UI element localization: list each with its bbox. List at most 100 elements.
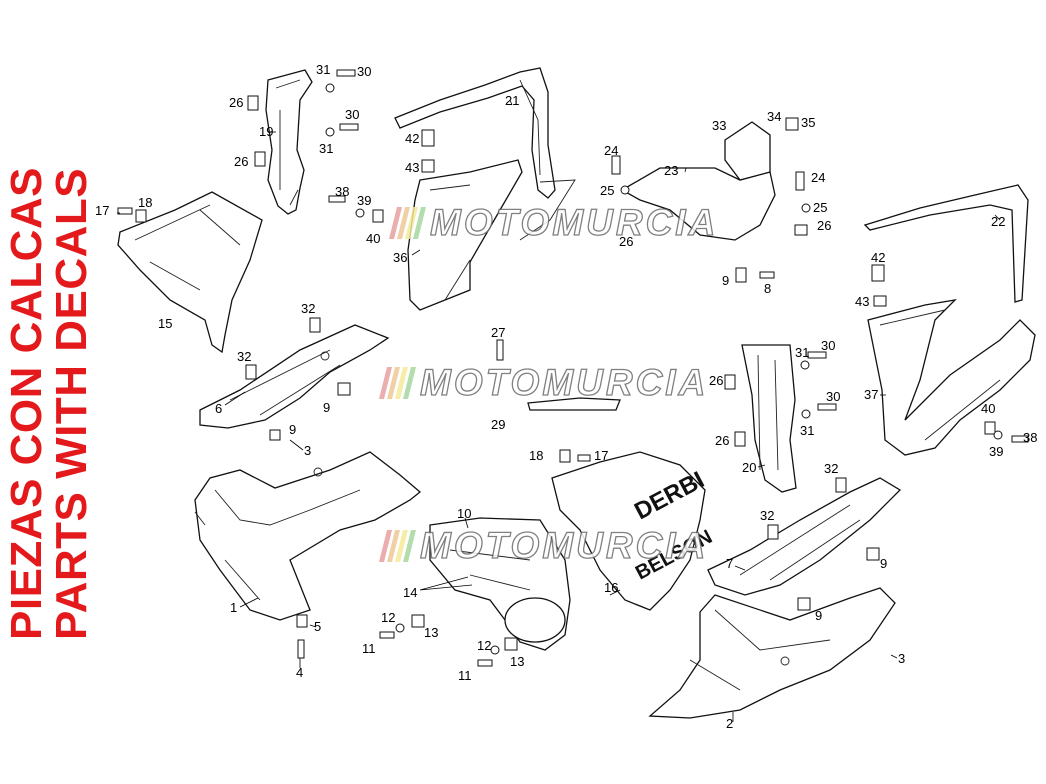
callout: 3 <box>304 443 311 458</box>
callout: 43 <box>855 294 869 309</box>
leader-lines <box>117 99 1001 722</box>
callout: 32 <box>237 349 251 364</box>
callout: 42 <box>871 250 885 265</box>
callout: 6 <box>215 401 222 416</box>
callout: 13 <box>424 625 438 640</box>
callout: 26 <box>709 373 723 388</box>
callout: 7 <box>726 556 733 571</box>
callout: 25 <box>813 200 827 215</box>
callout: 18 <box>529 448 543 463</box>
callout: 14 <box>403 585 417 600</box>
watermark-stripes <box>379 530 416 562</box>
callout: 26 <box>715 433 729 448</box>
callout: 32 <box>760 508 774 523</box>
callout: 34 <box>767 109 781 124</box>
callout: 15 <box>158 316 172 331</box>
side-title-spanish: PIEZAS CON CALCAS <box>2 167 51 640</box>
callout: 30 <box>821 338 835 353</box>
callout: 38 <box>335 184 349 199</box>
callout: 12 <box>477 638 491 653</box>
callout: 27 <box>491 325 505 340</box>
callout: 3 <box>898 651 905 666</box>
callout: 13 <box>510 654 524 669</box>
callout: 30 <box>826 389 840 404</box>
watermark-text: MOTOMURCIA <box>419 361 709 403</box>
callout: 26 <box>817 218 831 233</box>
part-19-panel <box>265 69 313 215</box>
callout: 37 <box>864 387 878 402</box>
watermark-logo: MOTOMURCIA <box>389 200 719 246</box>
callout: 31 <box>319 141 333 156</box>
callout: 39 <box>357 193 371 208</box>
callout: 31 <box>795 345 809 360</box>
callout: 40 <box>366 231 380 246</box>
callout: 2 <box>726 716 733 731</box>
watermark-logo: MOTOMURCIA <box>379 523 709 569</box>
callout: 9 <box>289 422 296 437</box>
part-10-14-lower <box>429 517 571 651</box>
callout: 17 <box>594 448 608 463</box>
callout: 17 <box>95 203 109 218</box>
watermark-text: MOTOMURCIA <box>429 201 719 243</box>
part-37-panel <box>867 299 1036 456</box>
callout: 43 <box>405 160 419 175</box>
part-22-frame <box>863 184 1029 303</box>
callout: 21 <box>505 93 519 108</box>
callout: 4 <box>296 665 303 680</box>
callout: 31 <box>316 62 330 77</box>
callout: 8 <box>764 281 771 296</box>
callout: 25 <box>600 183 614 198</box>
callout: 32 <box>301 301 315 316</box>
callout: 24 <box>604 143 618 158</box>
callout: 11 <box>362 641 376 656</box>
callout: 26 <box>234 154 248 169</box>
callout: 30 <box>345 107 359 122</box>
callout: 23 <box>664 163 678 178</box>
callout: 31 <box>800 423 814 438</box>
callout: 9 <box>323 400 330 415</box>
part-2-fairing <box>648 587 896 719</box>
callout: 22 <box>991 214 1005 229</box>
part-1-fairing <box>194 451 422 621</box>
callout: 5 <box>314 619 321 634</box>
callout: 9 <box>880 556 887 571</box>
part-36-shield <box>407 159 576 311</box>
callout: 9 <box>722 273 729 288</box>
part-23-dash <box>620 121 776 241</box>
callout: 36 <box>393 250 407 265</box>
callout: 11 <box>458 668 472 683</box>
side-title-english: PARTS WITH DECALS <box>47 167 96 640</box>
callout: 38 <box>1023 430 1037 445</box>
part-21-frame <box>394 67 556 199</box>
watermark-stripes <box>379 367 416 399</box>
watermark-logo: MOTOMURCIA <box>379 360 709 406</box>
callout: 40 <box>981 401 995 416</box>
part-29-bracket <box>527 397 621 411</box>
callout: 30 <box>357 64 371 79</box>
callout: 12 <box>381 610 395 625</box>
watermark-stripes <box>389 207 426 239</box>
part-7-panel <box>707 477 902 596</box>
watermark-text: MOTOMURCIA <box>419 524 709 566</box>
callout: 29 <box>491 417 505 432</box>
callout: 35 <box>801 115 815 130</box>
callout: 33 <box>712 118 726 133</box>
callout: 20 <box>742 460 756 475</box>
callout: 42 <box>405 131 419 146</box>
hardware-set <box>117 69 1029 667</box>
callout: 18 <box>138 195 152 210</box>
callout: 26 <box>229 95 243 110</box>
part-20-panel <box>741 344 797 493</box>
part-16-decal-panel: DERBI BELSON <box>551 451 716 611</box>
callout: 39 <box>989 444 1003 459</box>
callout: 24 <box>811 170 825 185</box>
callout: 19 <box>259 124 273 139</box>
part-15-panel <box>117 191 263 354</box>
callout: 9 <box>815 608 822 623</box>
callout: 26 <box>619 234 633 249</box>
part-6-panel <box>199 324 390 429</box>
callout: 1 <box>230 600 237 615</box>
callout: 32 <box>824 461 838 476</box>
callout: 16 <box>604 580 618 595</box>
